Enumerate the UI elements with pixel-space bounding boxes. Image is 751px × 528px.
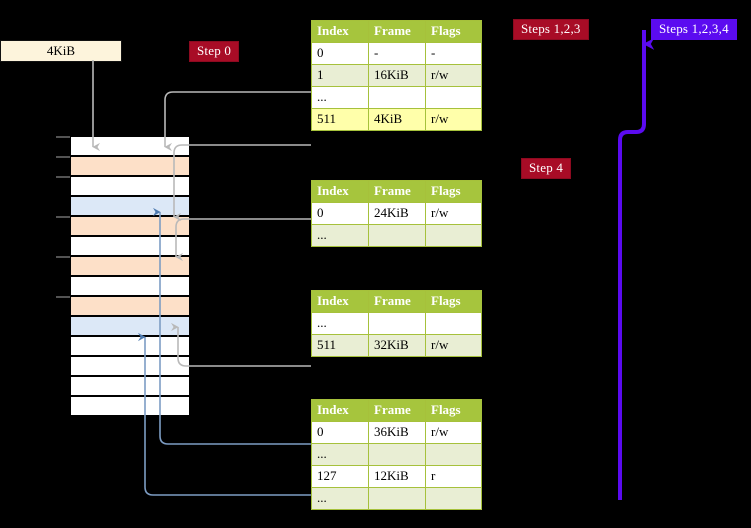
table-pml4-r1-index: 1 <box>311 64 369 87</box>
table-row: ... <box>311 443 482 466</box>
memory-frame-10 <box>70 336 190 356</box>
table-pdpt-r1-flags <box>425 224 482 247</box>
table-pml4-r2-frame <box>368 86 426 109</box>
table-pml4-header-index: Index <box>311 20 369 43</box>
badge-step-4: Step 4 <box>521 158 572 179</box>
table-pml4-header-flags: Flags <box>425 20 482 43</box>
table-pt-r1-index: ... <box>311 443 369 466</box>
table-row: 0-- <box>311 42 482 65</box>
table-row: ... <box>311 312 482 335</box>
table-pd-r0-frame <box>368 312 426 335</box>
table-pd-r1-frame: 32KiB <box>368 334 426 357</box>
memory-frame-2 <box>70 176 190 196</box>
badge-steps-1-2-3-4: Steps 1,2,3,4 <box>651 19 737 40</box>
table-pml4-r3-index: 511 <box>311 108 369 131</box>
table-pml4-r2-flags <box>425 86 482 109</box>
table-pml4-r1-frame: 16KiB <box>368 64 426 87</box>
memory-frame-7 <box>70 276 190 296</box>
table-pt-r0-frame: 36KiB <box>368 421 426 444</box>
table-pd-r0-flags <box>425 312 482 335</box>
badge-step-4-label: Step 4 <box>529 160 564 175</box>
table-pml4-r2-index: ... <box>311 86 369 109</box>
frame-box-label: 4KiB <box>46 43 76 58</box>
table-pdpt-r1-index: ... <box>311 224 369 247</box>
table-pdpt-r0-flags: r/w <box>425 202 482 225</box>
memory-frame-12 <box>70 376 190 396</box>
table-pdpt-r0-frame: 24KiB <box>368 202 426 225</box>
table-pt-r1-flags <box>425 443 482 466</box>
memory-tick-marks <box>56 136 70 298</box>
badge-steps-1-2-3: Steps 1,2,3 <box>513 19 589 40</box>
table-pt-r0-index: 0 <box>311 421 369 444</box>
physical-memory-column <box>70 136 190 416</box>
table-pml4-header-frame: Frame <box>368 20 426 43</box>
badge-steps-1-2-3-4-label: Steps 1,2,3,4 <box>659 21 729 36</box>
table-pdpt-r1-frame <box>368 224 426 247</box>
table-pt-r1-frame <box>368 443 426 466</box>
frame-box-4kib: 4KiB <box>0 40 122 62</box>
table-pdpt-header-index: Index <box>311 180 369 203</box>
table-pd-header-flags: Flags <box>425 290 482 313</box>
table-pd-r1-flags: r/w <box>425 334 482 357</box>
table-row: ... <box>311 487 482 510</box>
table-row: ... <box>311 86 482 109</box>
table-pml4-r3-frame: 4KiB <box>368 108 426 131</box>
table-pml4-r0-flags: - <box>425 42 482 65</box>
badge-step-0-label: Step 0 <box>197 43 232 58</box>
table-pd-r0-index: ... <box>311 312 369 335</box>
memory-frame-5 <box>70 236 190 256</box>
connector-pml4-4kib <box>173 144 311 222</box>
table-pt-r3-flags <box>425 487 482 510</box>
table-pt-r3-index: ... <box>311 487 369 510</box>
arrow-steps-1-2-3-4 <box>618 30 655 500</box>
table-pd-header-frame: Frame <box>368 290 426 313</box>
table-pt-header-index: Index <box>311 399 369 422</box>
table-pt-r2-frame: 12KiB <box>368 465 426 488</box>
memory-frame-13 <box>70 396 190 416</box>
memory-frame-8 <box>70 296 190 316</box>
memory-frame-0 <box>70 136 190 156</box>
badge-step-0: Step 0 <box>189 41 240 62</box>
badge-steps-1-2-3-label: Steps 1,2,3 <box>521 21 581 36</box>
memory-frame-1 <box>70 156 190 176</box>
table-pml4-r3-flags: r/w <box>425 108 482 131</box>
table-pd-r1-index: 511 <box>311 334 369 357</box>
table-pt-r3-frame <box>368 487 426 510</box>
connector-pdpt-24kib <box>175 218 311 262</box>
table-pt-r2-flags: r <box>425 465 482 488</box>
table-pml4-r0-frame: - <box>368 42 426 65</box>
connector-pd-32kib <box>171 322 311 367</box>
table-pdpt-r0-index: 0 <box>311 202 369 225</box>
memory-frame-4 <box>70 216 190 236</box>
table-pt-r0-flags: r/w <box>425 421 482 444</box>
table-pt-r2-index: 127 <box>311 465 369 488</box>
table-pt-header-flags: Flags <box>425 399 482 422</box>
table-pdpt-header-frame: Frame <box>368 180 426 203</box>
table-pml4-r1-flags: r/w <box>425 64 482 87</box>
memory-frame-6 <box>70 256 190 276</box>
table-pdpt-header-flags: Flags <box>425 180 482 203</box>
table-pd-header-index: Index <box>311 290 369 313</box>
table-pml4-r0-index: 0 <box>311 42 369 65</box>
memory-frame-3 <box>70 196 190 216</box>
table-row: ... <box>311 224 482 247</box>
table-pt-header-frame: Frame <box>368 399 426 422</box>
memory-frame-11 <box>70 356 190 376</box>
memory-frame-9 <box>70 316 190 336</box>
